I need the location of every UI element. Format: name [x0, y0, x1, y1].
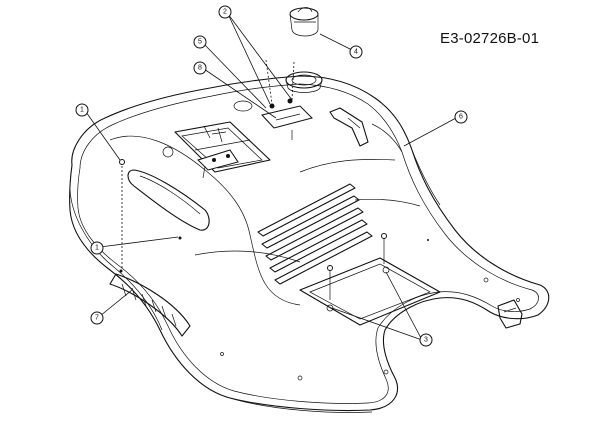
callout-4-label: 4: [354, 49, 358, 56]
hinge-bracket-top: [261, 59, 313, 140]
floor-screws: [326, 233, 390, 312]
callout-2-label: 2: [223, 9, 227, 16]
callout-1-top-label: 1: [80, 107, 84, 114]
callout-6-label: 6: [459, 114, 463, 121]
callout-5-label: 5: [198, 39, 202, 46]
callout-3-label: 3: [424, 337, 428, 344]
figure-reference-code: E3-02726B-01: [440, 30, 540, 47]
latch-bracket: [203, 125, 227, 143]
fuel-fill-ring: [285, 71, 323, 93]
callout-7-label: 7: [95, 315, 99, 322]
callout-1-top: 1: [75, 103, 89, 117]
callout-2: 2: [218, 5, 232, 19]
callout-4: 4: [349, 45, 363, 59]
hinge-bracket-left: [197, 149, 239, 179]
left-moulding: [127, 169, 210, 231]
callout-7: 7: [90, 311, 104, 325]
callout-3: 3: [419, 333, 433, 347]
callout-6: 6: [454, 110, 468, 124]
mounting-holes: [220, 239, 520, 381]
rear-bumper-bracket: [497, 299, 523, 329]
callout-8: 8: [193, 61, 207, 75]
leader-lines: [85, 13, 457, 341]
callout-8-label: 8: [198, 65, 202, 72]
left-screw: [119, 159, 182, 270]
callout-1-bottom-label: 1: [95, 245, 99, 252]
floor-plate: [299, 257, 441, 326]
fuel-cap-cup: [289, 7, 319, 37]
comb-strip: [109, 269, 191, 337]
callout-1-bottom: 1: [90, 241, 104, 255]
fender-body: [69, 75, 550, 413]
floor-ribs: [257, 183, 373, 285]
callout-5: 5: [193, 35, 207, 49]
side-handle: [329, 107, 369, 147]
